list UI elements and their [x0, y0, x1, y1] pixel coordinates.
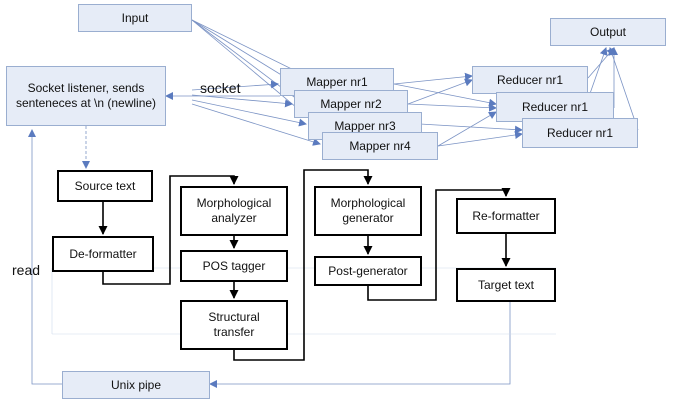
input-box: Input	[78, 4, 192, 32]
mapper-box-4: Mapper nr4	[322, 132, 438, 160]
structural-transfer-label: Structural transfer	[208, 310, 260, 339]
reducer-box-1: Reducer nr1	[472, 66, 588, 94]
post-generator-box: Post-generator	[314, 256, 422, 286]
unix-pipe-label: Unix pipe	[110, 377, 162, 392]
morphological-analyzer-label: Morphological analyzer	[196, 196, 272, 225]
output-label: Output	[589, 24, 627, 39]
reducer-box-3: Reducer nr1	[522, 118, 638, 148]
unix-pipe-box: Unix pipe	[62, 371, 210, 399]
post-generator-label: Post-generator	[328, 263, 408, 278]
target-text-box: Target text	[456, 268, 556, 302]
source-text-box: Source text	[57, 170, 153, 202]
mapper-label-2: Mapper nr2	[320, 96, 382, 111]
deformatter-label: De-formatter	[69, 246, 137, 261]
pos-tagger-label: POS tagger	[202, 258, 266, 273]
read-label: read	[12, 262, 41, 278]
mapper-label-3: Mapper nr3	[334, 118, 396, 133]
mapper-label-4: Mapper nr4	[349, 138, 411, 153]
socket-listener-label: Socket listener, sends senteneces at \n …	[15, 81, 157, 110]
reformatter-box: Re-formatter	[456, 198, 556, 234]
structural-transfer-box: Structural transfer	[180, 300, 288, 350]
black-connectors	[98, 169, 511, 361]
reducer-label-1: Reducer nr1	[496, 72, 564, 87]
reducer-label-3: Reducer nr1	[546, 125, 614, 140]
morphological-generator-box: Morphological generator	[314, 186, 422, 236]
reducer-box-2: Reducer nr1	[496, 92, 614, 122]
reducer-label-2: Reducer nr1	[521, 99, 589, 114]
target-text-label: Target text	[477, 277, 535, 292]
blue-connectors	[28, 19, 639, 388]
socket-label: socket	[200, 80, 241, 96]
output-box: Output	[550, 18, 666, 46]
mapper-label-1: Mapper nr1	[306, 74, 368, 89]
socket-listener-box: Socket listener, sends senteneces at \n …	[6, 66, 166, 126]
pos-tagger-box: POS tagger	[180, 250, 288, 282]
source-text-label: Source text	[74, 178, 136, 193]
morphological-generator-label: Morphological generator	[330, 196, 406, 225]
reformatter-label: Re-formatter	[472, 208, 540, 223]
morphological-analyzer-box: Morphological analyzer	[180, 186, 288, 236]
input-label: Input	[121, 10, 149, 25]
deformatter-box: De-formatter	[52, 236, 154, 272]
